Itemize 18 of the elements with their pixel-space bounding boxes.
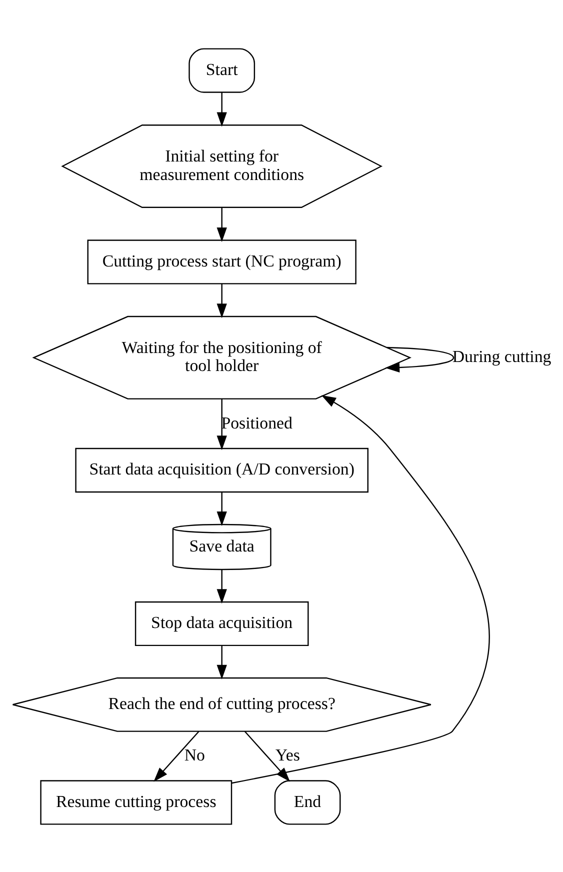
node-box: Cutting process start (NC program) [87, 239, 356, 284]
arrow [385, 346, 454, 372]
edge-label: Yes [275, 744, 300, 764]
arrow [216, 207, 227, 242]
arrow [216, 645, 227, 679]
arrow [216, 492, 227, 526]
node-box: Resume cutting process [40, 780, 232, 824]
arrow [216, 92, 227, 126]
node-box: End [274, 780, 341, 824]
node-box: Start [188, 48, 256, 92]
edge-label: No [184, 744, 205, 764]
arrow [154, 730, 200, 782]
arrow [216, 569, 227, 604]
arrow [216, 283, 227, 318]
node-box: Start data acquisition (A/D conversion) [75, 447, 368, 492]
edge-label: During cutting [452, 346, 552, 366]
arrow [216, 398, 227, 450]
node-box: Stop data acquisition [134, 600, 309, 646]
